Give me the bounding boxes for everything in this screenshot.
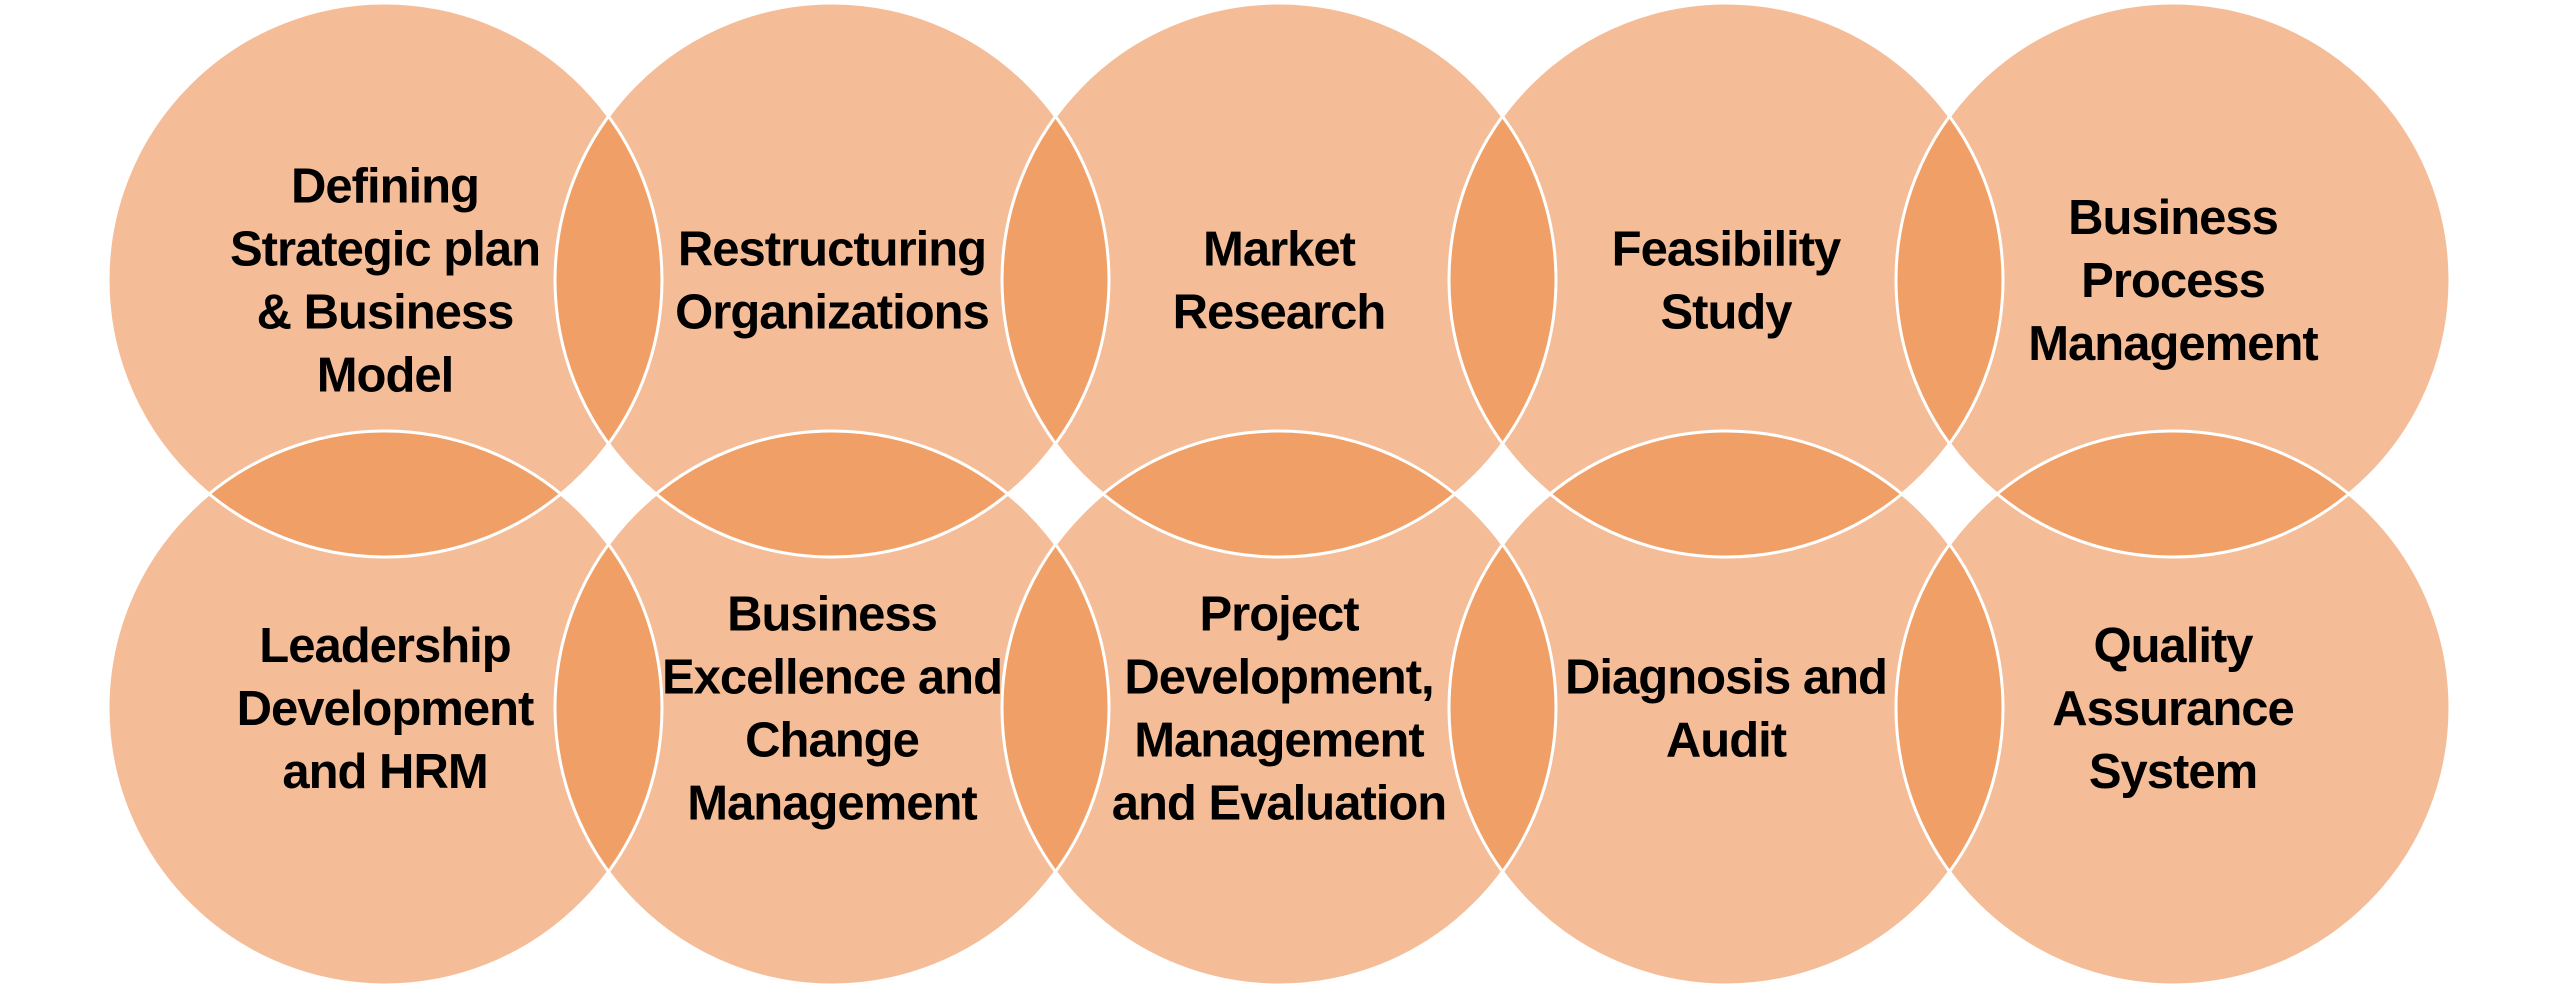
label-line: System (2089, 745, 2257, 799)
label-line: Quality (2093, 619, 2253, 673)
label-line: Research (1173, 286, 1386, 340)
label-line: Market (1203, 223, 1356, 277)
label-line: Defining (291, 160, 479, 214)
circle-outline-business-process (1894, 1, 2452, 559)
label-line: Excellence and (662, 651, 1002, 705)
label-line: Business (727, 588, 937, 642)
label-line: and Evaluation (1112, 777, 1447, 831)
label-line: Strategic plan (230, 223, 540, 277)
label-line: Audit (1666, 714, 1787, 768)
circle-outline-strategic-plan (106, 1, 664, 559)
label-line: Leadership (259, 619, 510, 673)
circle-outline-quality-assurance (1894, 429, 2452, 987)
circle-outline-project-development (1000, 429, 1558, 987)
circle-restructuring (555, 3, 1109, 557)
circle-diagnosis-audit (1449, 431, 2003, 985)
circle-feasibility-study (1449, 3, 2003, 557)
label-line: Process (2081, 254, 2265, 308)
circle-outline-leadership (106, 429, 664, 987)
label-line: Diagnosis and (1565, 651, 1887, 705)
label-line: Feasibility (1612, 223, 1841, 277)
label-line: Management (687, 777, 977, 831)
circle-quality-assurance (1896, 431, 2450, 985)
label-line: Management (1134, 714, 1424, 768)
circle-market-research (1002, 3, 1556, 557)
label-line: Business (2068, 191, 2278, 245)
label-line: Model (317, 349, 454, 403)
label-line: Organizations (675, 286, 989, 340)
label-line: Study (1660, 286, 1792, 340)
circle-outline-diagnosis-audit (1447, 429, 2005, 987)
label-line: Restructuring (678, 223, 986, 277)
label-line: Project (1199, 588, 1359, 642)
label-line: Development (237, 682, 534, 736)
label-line: and HRM (282, 745, 487, 799)
circle-outline-business-excellence (553, 429, 1111, 987)
circle-outline-feasibility-study (1447, 1, 2005, 559)
circle-project-development (1002, 431, 1556, 985)
circle-business-excellence (555, 431, 1109, 985)
circle-leadership (108, 431, 662, 985)
label-line: Change (745, 714, 919, 768)
circle-strategic-plan (108, 3, 662, 557)
circle-outline-market-research (1000, 1, 1558, 559)
circle-outline-restructuring (553, 1, 1111, 559)
label-line: & Business (257, 286, 514, 340)
label-line: Assurance (2052, 682, 2294, 736)
label-line: Management (2028, 317, 2318, 371)
circle-business-process (1896, 3, 2450, 557)
label-line: Development, (1124, 651, 1433, 705)
